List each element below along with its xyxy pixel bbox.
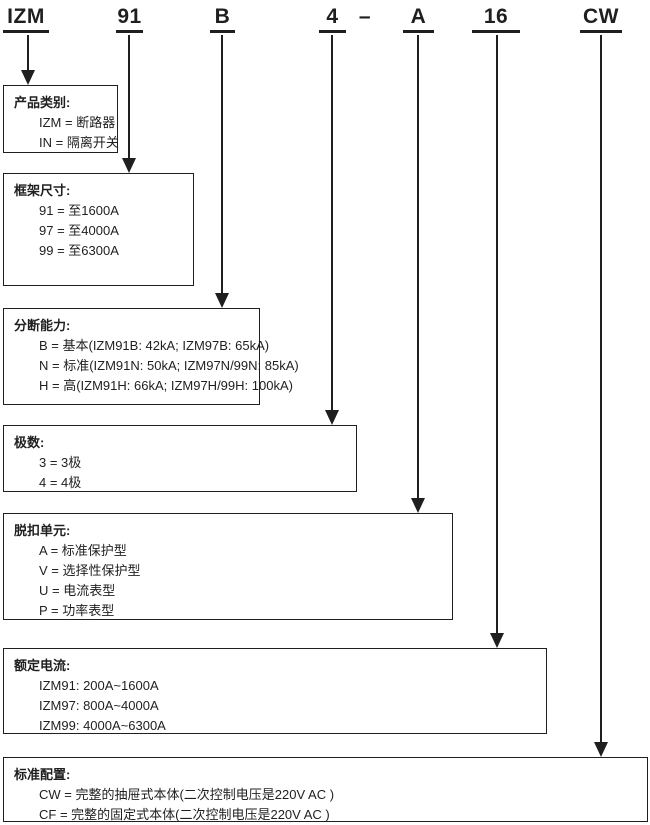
code-segment-16: 16 (472, 4, 520, 33)
box-item: P = 功率表型 (39, 603, 115, 618)
box-item: 4 = 4极 (39, 475, 82, 490)
box-rated-current: 额定电流: IZM91: 200A~1600A IZM97: 800A~4000… (3, 648, 547, 734)
box-title: 极数: (14, 435, 45, 450)
box-item: V = 选择性保护型 (39, 563, 141, 578)
connector-line-16 (496, 35, 498, 633)
box-item: CF = 完整的固定式本体(二次控制电压是220V AC ) (39, 807, 330, 822)
box-item: IZM97: 800A~4000A (39, 698, 159, 713)
connector-line-cw (600, 35, 602, 742)
box-item: IZM99: 4000A~6300A (39, 718, 166, 733)
box-item: 3 = 3极 (39, 455, 82, 470)
arrow-down-icon (490, 633, 504, 648)
code-segment-b: B (210, 4, 235, 33)
arrow-down-icon (594, 742, 608, 757)
box-item: IZM = 断路器 (39, 115, 116, 130)
box-item: IN = 隔离开关 (39, 135, 119, 150)
box-item: CW = 完整的抽屉式本体(二次控制电压是220V AC ) (39, 787, 335, 802)
code-segment-izm: IZM (3, 4, 49, 33)
code-segment-91: 91 (116, 4, 143, 33)
connector-line-a (417, 35, 419, 498)
box-frame-size: 框架尺寸: 91 = 至1600A 97 = 至4000A 99 = 至6300… (3, 173, 194, 286)
arrow-down-icon (325, 410, 339, 425)
connector-line-4 (331, 35, 333, 410)
box-item: N = 标准(IZM91N: 50kA; IZM97N/99N: 85kA) (39, 358, 299, 373)
connector-line-b (221, 35, 223, 293)
code-segment-a: A (403, 4, 434, 33)
box-title: 分断能力: (14, 318, 71, 333)
arrow-down-icon (411, 498, 425, 513)
arrow-down-icon (21, 70, 35, 85)
box-breaking-capacity: 分断能力: B = 基本(IZM91B: 42kA; IZM97B: 65kA)… (3, 308, 299, 405)
connector-line-91 (128, 35, 130, 158)
box-item: U = 电流表型 (39, 583, 116, 598)
box-item: 99 = 至6300A (39, 243, 119, 258)
box-item: 91 = 至1600A (39, 203, 119, 218)
code-segment-cw: CW (580, 4, 622, 33)
box-title: 脱扣单元: (14, 523, 71, 538)
box-product-category: 产品类别: IZM = 断路器 IN = 隔离开关 (3, 85, 119, 153)
arrow-down-icon (215, 293, 229, 308)
box-title: 产品类别: (14, 95, 71, 110)
box-item: H = 高(IZM91H: 66kA; IZM97H/99H: 100kA) (39, 378, 293, 393)
box-item: B = 基本(IZM91B: 42kA; IZM97B: 65kA) (39, 338, 270, 353)
arrow-down-icon (122, 158, 136, 173)
box-title: 框架尺寸: (14, 183, 71, 198)
box-title: 标准配置: (14, 767, 71, 782)
box-title: 额定电流: (14, 658, 71, 673)
box-trip-unit: 脱扣单元: A = 标准保护型 V = 选择性保护型 U = 电流表型 P = … (3, 513, 453, 620)
connector-line-izm (27, 35, 29, 70)
box-item: IZM91: 200A~1600A (39, 678, 159, 693)
box-item: 97 = 至4000A (39, 223, 119, 238)
code-segment-4: 4 (319, 4, 346, 33)
box-standard-config: 标准配置: CW = 完整的抽屉式本体(二次控制电压是220V AC ) CF … (3, 757, 648, 822)
box-item: A = 标准保护型 (39, 543, 127, 558)
box-poles: 极数: 3 = 3极 4 = 4极 (3, 425, 357, 492)
code-separator-dash: – (358, 5, 372, 28)
